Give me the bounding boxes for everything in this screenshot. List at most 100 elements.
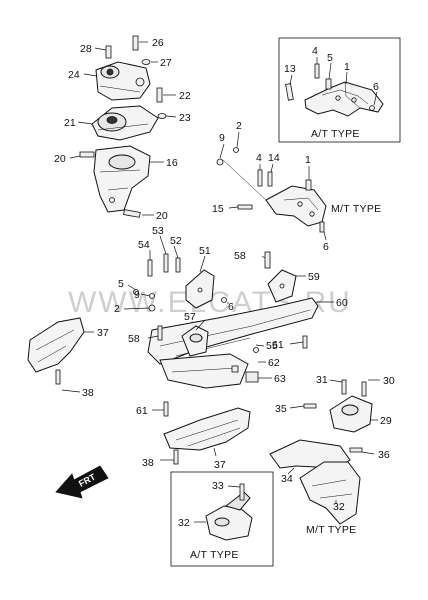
heat-shield-37-lower [163,407,251,451]
damper-icon [245,371,259,383]
nut-icon [133,289,139,295]
bolt-icon [325,78,332,90]
inset-label-at-top: A/T TYPE [311,128,360,140]
washer-icon [157,113,167,119]
transmission-mount-at [304,81,384,117]
engine-mount-upper: 28 26 27 24 [68,35,172,101]
callout-15: 15 [212,203,224,215]
front-arrow-icon [55,465,109,499]
callout-6: 6 [373,81,379,93]
bracket-16 [93,145,151,213]
bolt-icon [305,179,312,191]
callout-30: 30 [383,375,395,387]
callout-4: 4 [256,152,262,164]
bolt-icon [79,151,95,158]
nut-icon [233,147,239,153]
bolt-icon [163,401,169,417]
callout-57: 57 [184,311,196,323]
callout-2: 2 [114,303,120,315]
mount-bracket-16: 20 16 20 [54,145,178,222]
callout-58: 58 [128,333,140,345]
bolt-icon [156,87,163,103]
callout-1: 1 [305,154,311,166]
bolt-icon [285,83,294,101]
heat-shield-37 [27,317,85,373]
callout-60: 60 [336,297,348,309]
bolt-icon [175,257,181,273]
callout-5: 5 [118,278,124,290]
callout-37: 37 [214,459,226,471]
callout-59: 59 [308,271,320,283]
bolt-icon [239,483,245,501]
bolt-icon [132,35,139,51]
callout-32: 32 [178,517,190,529]
nut-icon [216,158,224,166]
nut-icon [148,304,156,312]
inset-frame [278,37,401,143]
inset-frame [170,471,274,567]
bolt-icon [237,204,253,210]
callout-29: 29 [380,415,392,427]
heat-shield-bottom: 61 38 37 [136,401,251,471]
callout-32: 32 [333,501,345,513]
bolt-icon [123,209,141,218]
heat-shield-left: 37 38 [27,317,109,399]
callout-38: 38 [142,457,154,469]
callout-6: 6 [323,241,329,253]
callout-4: 4 [312,45,318,57]
callout-20: 20 [54,153,66,165]
callout-61: 61 [136,405,148,417]
callout-9: 9 [219,132,225,144]
bolt-icon [257,169,263,187]
callout-13: 13 [284,63,296,75]
callout-26: 26 [152,37,164,49]
callout-61: 61 [272,339,284,351]
inset-box-at-top: A/T TYPE 4 5 1 6 13 [278,37,401,143]
callout-24: 24 [68,69,80,81]
callout-16: 16 [166,157,178,169]
callout-6: 6 [228,301,234,313]
inset-label-mt-mid: M/T TYPE [331,203,381,215]
bolt-icon [55,369,61,385]
mt-mount-bottom: 31 30 35 29 36 34 32 M/T TYPE [269,374,395,536]
bolt-icon [361,381,367,397]
callout-55: 55 [266,340,278,352]
callout-34: 34 [281,473,293,485]
inset-box-at-bottom: A/T TYPE 33 32 [170,471,274,567]
callout-28: 28 [80,43,92,55]
callout-5: 5 [327,52,333,64]
nut-icon [253,347,259,353]
callout-62: 62 [268,357,280,369]
callout-2: 2 [236,120,242,132]
callout-37: 37 [97,327,109,339]
callout-51: 51 [199,245,211,257]
callout-20: 20 [156,210,168,222]
callout-21: 21 [64,117,76,129]
callout-27: 27 [160,57,172,69]
callout-35: 35 [275,403,287,415]
bolt-icon [157,325,163,341]
bolt-icon [105,45,112,59]
callout-22: 22 [179,90,191,102]
callout-1: 1 [344,61,350,73]
bolt-icon [302,335,308,349]
bolt-icon [314,63,320,79]
front-direction-arrow: FRT [55,465,109,499]
bracket-63 [159,353,249,389]
bolt-icon [163,253,169,273]
bolt-icon [267,171,273,187]
callout-36: 36 [378,449,390,461]
callout-14: 14 [268,152,280,164]
bolt-icon [341,379,347,395]
callout-53: 53 [152,225,164,237]
nut-icon [149,293,155,299]
nut-icon [231,365,239,373]
callout-33: 33 [212,480,224,492]
transmission-mount-mt: 9 2 4 14 1 15 6 M/T TYPE [212,120,381,253]
callout-9: 9 [134,289,140,301]
callout-54: 54 [138,239,150,251]
bolt-icon [319,221,325,233]
bolt-icon [264,251,271,269]
callout-23: 23 [179,112,191,124]
